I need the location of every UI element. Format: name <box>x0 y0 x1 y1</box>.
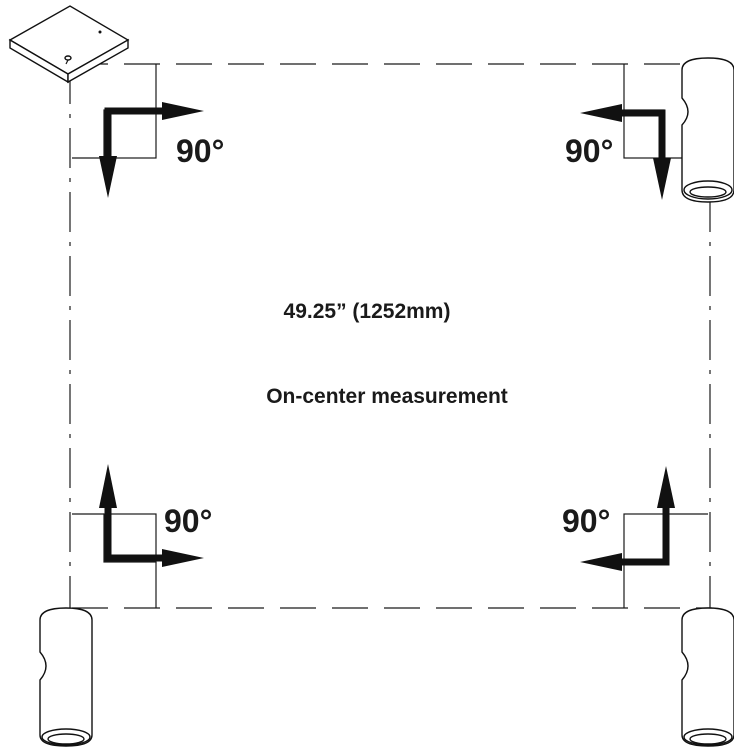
corner-marker-bottom-right: 90° <box>562 466 708 608</box>
angle-label-top-left: 90° <box>176 133 224 169</box>
dimension-label: 49.25” (1252mm) <box>284 300 451 323</box>
angle-label-bottom-left: 90° <box>164 503 212 539</box>
angle-label-bottom-right: 90° <box>562 503 610 539</box>
canopy-icon <box>8 5 130 84</box>
corner-marker-top-left: 90° <box>72 64 224 198</box>
corner-marker-bottom-left: 90° <box>72 464 212 608</box>
measurement-note: On-center measurement <box>266 385 508 408</box>
angle-label-top-right: 90° <box>565 133 613 169</box>
cylinder-icon-bottom-right <box>681 607 734 747</box>
cylinder-icon-top-right <box>681 57 734 203</box>
cylinder-icon-bottom-left <box>39 607 93 747</box>
